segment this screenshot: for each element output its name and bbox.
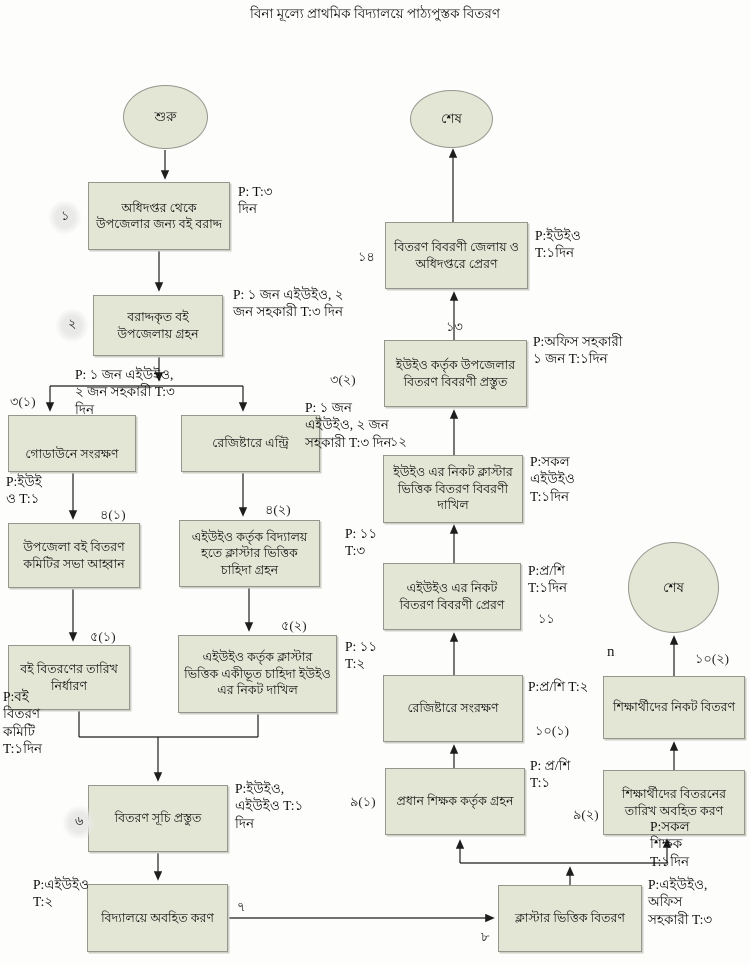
flow-node-1-label: অধিদপ্তর থেকে উপজেলার জন্য বই বরাদ্দ: [95, 200, 223, 232]
flow-node-9-1-label: প্রধান শিক্ষক কর্তৃক গ্রহন: [396, 794, 514, 809]
flow-node-5-2-label: এইউইও কর্তৃক ক্লাস্টার ভিত্তিক একীভূত চা…: [184, 650, 331, 698]
flow-node-3-1-annotation-2: P:ইউই ও T:১: [6, 474, 42, 507]
flow-node-9-2-annotation: P:সকল শিক্ষক T:১দিন: [650, 819, 690, 869]
flow-node-13-number: ১৩: [446, 319, 463, 334]
flow-node-5-2-number: ৫(২): [281, 618, 307, 633]
flow-node-4-2: এইউইও কর্তৃক বিদ্যালয় হতে ক্লাস্টার ভিত…: [179, 520, 320, 587]
flow-node-12-annotation: P:সকল এইউইও T:১দিন: [530, 454, 575, 504]
terminal-start-label: শুরু: [154, 109, 177, 125]
flow-node-7-number: ৭: [237, 899, 246, 914]
flow-node-6-annotation: P:ইউইও, এইউইও T:১ দিন: [235, 781, 304, 831]
flow-node-12: ইউইও এর নিকট ক্লাস্টার ভিত্তিক বিতরণ বিব…: [383, 455, 523, 523]
flow-node-9-2-label: শিক্ষার্থীদের বিতরনের তারিখ অবহিত করণ: [621, 787, 727, 818]
flow-node-10-2-number-alt: n: [607, 644, 615, 660]
terminal-end-top-label: শেষ: [441, 111, 462, 127]
flow-node-2-number: ২: [55, 308, 90, 343]
flow-node-4-2-label: এইউইও কর্তৃক বিদ্যালয় হতে ক্লাস্টার ভিত…: [191, 529, 308, 577]
flow-node-3-2-label: রেজিষ্টারে এন্ট্রি: [212, 436, 289, 451]
flow-node-3-2-number: ৩(২): [330, 372, 356, 387]
flow-node-9-2-number: ৯(২): [573, 807, 599, 822]
flow-node-9-2: শিক্ষার্থীদের বিতরনের তারিখ অবহিত করণ: [603, 770, 745, 835]
flow-node-11-annotation: P:প্র/শি T:১দিন: [528, 563, 568, 596]
flow-node-3-1-label: গোডাউনে সংরক্ষণ: [25, 446, 119, 461]
flow-node-9-1-annotation: P: প্র/শি T:১: [530, 758, 571, 791]
flow-node-14-label: বিতরণ বিবরণী জেলায় ও অধিদপ্তরে প্রেরণ: [394, 240, 519, 271]
flow-node-4-2-annotation: P: ১১ T:৩: [345, 526, 378, 559]
flow-node-10-1: রেজিষ্টারে সংরক্ষণ: [383, 675, 523, 742]
flow-node-5-1: বই বিতরণের তারিখ নির্ধারণ: [8, 645, 130, 710]
flow-node-7-annotation: P:এইউইও T:২: [33, 877, 90, 910]
flow-node-10-2-label: শিক্ষার্থীদের নিকট বিতরণ: [612, 700, 736, 715]
flow-node-3-2-annotation: P: ১ জন এইউইও, ২ জন সহকারী T:৩ দিন: [305, 400, 392, 450]
flow-node-11-label: এইউইও এর নিকট বিতরণ বিবরণী প্রেরণ: [399, 581, 505, 612]
flow-node-10-2: শিক্ষার্থীদের নিকট বিতরণ: [603, 676, 745, 739]
flow-node-13: ইউইও কর্তৃক উপজেলার বিতরণ বিবরণী প্রস্তু…: [384, 340, 527, 407]
flow-node-12-number: ১২: [390, 434, 407, 449]
flow-node-10-1-label: রেজিষ্টারে সংরক্ষণ: [407, 701, 499, 716]
flow-node-7-label: বিদ্যালয়ে অবহিত করণ: [101, 910, 214, 925]
flow-node-6-label: বিতরণ সূচি প্রস্তুত: [114, 811, 202, 826]
flow-node-13-label: ইউইও কর্তৃক উপজেলার বিতরণ বিবরণী প্রস্তু…: [395, 358, 516, 389]
terminal-start: শুরু: [123, 85, 208, 149]
flow-node-11: এইউইও এর নিকট বিতরণ বিবরণী প্রেরণ: [383, 563, 521, 630]
flow-node-14-number: ১৪: [358, 249, 375, 264]
flow-node-8-annotation: P:এইউইও, অফিস সহকারী T:৩: [648, 877, 713, 927]
flow-node-2-label: বরাদ্দকৃত বই উপজেলায় গ্রহন: [117, 310, 199, 341]
flow-node-2: বরাদ্দকৃত বই উপজেলায় গ্রহন: [93, 295, 223, 356]
terminal-end-right: শেষ: [628, 542, 719, 633]
flow-node-11-number: ১১: [538, 611, 555, 626]
flow-node-4-2-number: ৪(২): [265, 502, 291, 517]
flow-node-4-1-label: উপজেলা বই বিতরণ কমিটির সভা আহ্বান: [23, 540, 125, 571]
flow-node-3-2: রেজিষ্টারে এন্ট্রি: [181, 415, 320, 472]
flow-node-5-2: এইউইও কর্তৃক ক্লাস্টার ভিত্তিক একীভূত চা…: [178, 635, 337, 713]
flow-node-4-1-number: ৪(১): [100, 507, 126, 522]
flow-node-6-number: ৬: [62, 805, 97, 840]
flow-node-8-number: ৮: [481, 929, 490, 944]
flow-node-5-2-annotation: P: ১১ T:২: [345, 639, 378, 672]
flow-node-12-label: ইউইও এর নিকট ক্লাস্টার ভিত্তিক বিতরণ বিব…: [393, 465, 513, 513]
flow-node-8: ক্লাস্টার ভিত্তিক বিতরণ: [498, 885, 642, 952]
flow-node-10-1-annotation: P:প্র/শি T:২: [528, 679, 589, 694]
flow-node-1-annotation: P: T:৩ দিন: [238, 184, 273, 217]
flow-node-10-2-number: ১০(২): [695, 651, 729, 666]
flow-node-9-1: প্রধান শিক্ষক কর্তৃক গ্রহন: [385, 768, 525, 835]
flow-node-10-1-number: ১০(১): [535, 723, 569, 738]
flow-node-5-1-annotation: P:বই বিতরণ কমিটি T:১দিন: [3, 689, 43, 756]
flow-node-9-1-number: ৯(১): [350, 794, 376, 809]
flow-node-2-annotation: P: ১ জন এইউইও, ২ জন সহকারী T:৩ দিন: [233, 287, 344, 320]
terminal-end-top: শেষ: [410, 90, 493, 148]
flow-node-1: অধিদপ্তর থেকে উপজেলার জন্য বই বরাদ্দ: [88, 182, 230, 250]
flow-node-4-1: উপজেলা বই বিতরণ কমিটির সভা আহ্বান: [8, 523, 140, 588]
flow-node-13-annotation: P:অফিস সহকারী ১ জন T:১দিন: [533, 334, 623, 367]
flow-node-3-1: গোডাউনে সংরক্ষণ: [8, 415, 136, 472]
flow-node-5-1-number: ৫(১): [90, 629, 116, 644]
page-title: বিনা মূল্যে প্রাথমিক বিদ্যালয়ে পাঠ্যপুস…: [249, 6, 500, 21]
flow-node-14-annotation: P:ইউইও T:১দিন: [535, 228, 581, 261]
flow-node-3-1-number: ৩(১): [10, 394, 36, 409]
flow-node-8-label: ক্লাস্টার ভিত্তিক বিতরণ: [514, 911, 625, 926]
flow-node-3-1-annotation: P: ১ জন এইউইও, ২ জন সহকারী T:৩ দিন: [75, 367, 175, 417]
flow-node-5-1-label: বই বিতরণের তারিখ নির্ধারণ: [20, 662, 118, 693]
flow-node-14: বিতরণ বিবরণী জেলায় ও অধিদপ্তরে প্রেরণ: [385, 222, 528, 289]
flow-node-1-number: ১: [48, 200, 83, 235]
flow-node-6: বিতরণ সূচি প্রস্তুত: [88, 785, 228, 852]
terminal-end-right-label: শেষ: [663, 579, 684, 595]
flow-node-7: বিদ্যালয়ে অবহিত করণ: [87, 884, 228, 952]
